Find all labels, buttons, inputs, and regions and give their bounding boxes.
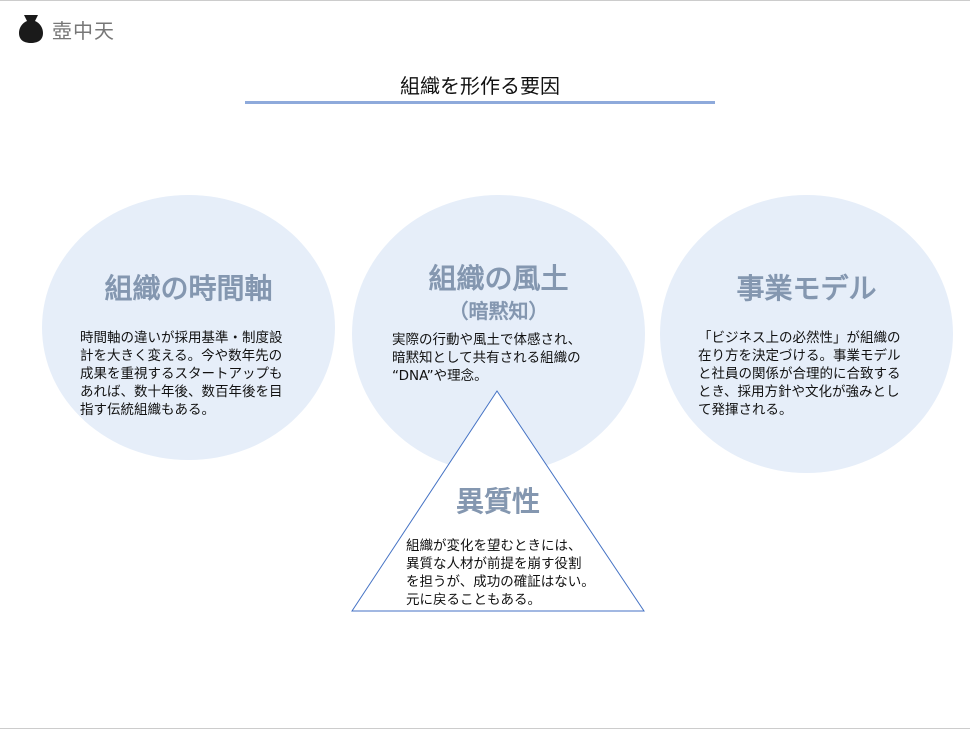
text-line: 「ビジネス上の必然性」が組織の — [698, 330, 901, 346]
text-line: を担うが、成功の確証はない。 — [406, 574, 595, 590]
pot-icon — [19, 15, 43, 43]
circle-heading: 組織の風土 — [428, 262, 569, 295]
text-line: 暗黙知として共有される組織の — [392, 350, 581, 366]
triangle-heading: 異質性 — [455, 485, 540, 518]
text-line: “DNA”や理念。 — [392, 368, 488, 384]
circle-heading: 事業モデル — [736, 272, 877, 305]
circle-time-axis: 組織の時間軸 時間軸の違いが採用基準・制度設 計を大きく変える。今や数年先の 成… — [42, 195, 335, 460]
text-line: 組織が変化を望むときには、 — [406, 538, 582, 554]
text-line: あれば、数十年後、数百年後を目 — [80, 384, 283, 400]
circle-heading: 組織の時間軸 — [104, 272, 273, 305]
circle-body: 「ビジネス上の必然性」が組織の 在り方を決定づける。事業モデル と社員の関係が合… — [698, 329, 901, 419]
text-line: 時間軸の違いが採用基準・制度設 — [80, 330, 283, 346]
text-line: 元に戻ることもある。 — [406, 592, 541, 608]
text-line: 成果を重視するスタートアップも — [80, 366, 283, 382]
text-line: て発揮される。 — [698, 402, 793, 418]
text-line: 指す伝統組織もある。 — [80, 402, 215, 418]
triangle-body: 組織が変化を望むときには、 異質な人材が前提を崩す役割 を担うが、成功の確証はな… — [406, 537, 595, 609]
logo: 壺中天 — [18, 14, 115, 44]
text-line: とき、採用方針や文化が強みとし — [698, 384, 900, 400]
text-line: 計を大きく変える。今や数年先の — [80, 348, 283, 364]
circle-business-model: 事業モデル 「ビジネス上の必然性」が組織の 在り方を決定づける。事業モデル と社… — [660, 195, 953, 473]
text-line: 在り方を決定づける。事業モデル — [698, 348, 901, 364]
logo-text: 壺中天 — [52, 18, 115, 43]
circle-body: 時間軸の違いが採用基準・制度設 計を大きく変える。今や数年先の 成果を重視するス… — [80, 329, 283, 419]
text-line: 実際の行動や風土で体感され、 — [392, 332, 582, 348]
circle-subheading: （暗黙知） — [448, 299, 549, 323]
text-line: と社員の関係が合理的に合致する — [698, 366, 901, 382]
text-line: 異質な人材が前提を崩す役割 — [406, 556, 582, 572]
bottom-border — [0, 728, 970, 729]
page-title: 組織を形作る要因 — [400, 74, 560, 98]
title-underline — [245, 101, 715, 104]
top-border — [0, 0, 970, 1]
circle-body: 実際の行動や風土で体感され、 暗黙知として共有される組織の “DNA”や理念。 — [392, 331, 581, 385]
